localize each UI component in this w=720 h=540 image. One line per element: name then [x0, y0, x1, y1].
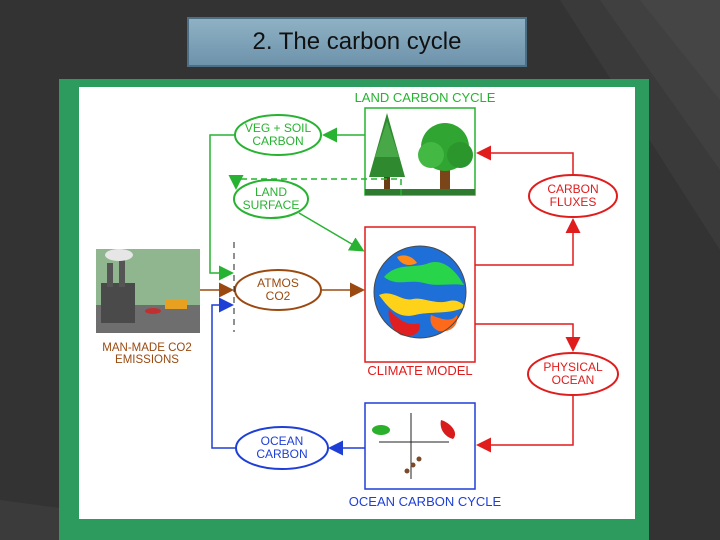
land-carbon-cycle-label: LAND CARBON CYCLE [354, 90, 496, 105]
physical-ocean-label: PHYSICAL OCEAN [528, 361, 618, 386]
ocean-carbon-image [364, 402, 476, 490]
physical-ocean-line-2: OCEAN [551, 372, 595, 387]
arrow-veg-to-atmos [209, 134, 235, 281]
veg-soil-carbon-line-1: VEG + SOIL [244, 121, 312, 135]
arrow-globe-to-fluxes [475, 218, 581, 266]
ocean-carbon-line-2: CARBON [256, 446, 308, 461]
factory-image [96, 249, 200, 333]
land-surface-ellipse [233, 179, 309, 219]
climate-model-label: CLIMATE MODEL [367, 363, 473, 378]
climate-model-globe [364, 226, 476, 363]
atmos-co2-ellipse [234, 269, 322, 311]
emissions-line-2: EMISSIONS [115, 354, 179, 367]
carbon-cycle-diagram: LAND CARBON CYCLE VEG + SOIL CARBON LAND… [79, 87, 635, 519]
carbon-fluxes-line-1: CARBON [547, 182, 599, 196]
slide-title: 2. The carbon cycle [187, 17, 527, 67]
physical-ocean-line-1: PHYSICAL [543, 360, 603, 374]
emissions-label: MAN-MADE CO2 EMISSIONS [87, 342, 207, 366]
veg-soil-carbon-label: VEG + SOIL CARBON [235, 122, 321, 147]
slide-title-text: 2. The carbon cycle [252, 28, 462, 55]
ocean-carbon-cycle-label: OCEAN CARBON CYCLE [348, 494, 502, 509]
arrow-physical-ocean-to-ocean [476, 395, 574, 453]
arrow-globe-to-physical-ocean [475, 323, 581, 352]
land-surface-line-2: SURFACE [242, 197, 300, 212]
arrow-land-to-land-surface [228, 175, 402, 195]
ocean-carbon-line-1: OCEAN [260, 434, 304, 448]
atmos-co2-label: ATMOS CO2 [235, 277, 321, 302]
arrow-land-surface-to-globe [298, 212, 365, 252]
emissions-line-1: MAN-MADE CO2 [102, 342, 192, 354]
diagram-graphics [96, 107, 619, 490]
arrow-fluxes-to-land [476, 145, 574, 175]
land-surface-line-1: LAND [254, 185, 287, 199]
arrow-ocean-carbon-to-atmos [211, 297, 236, 449]
atmos-co2-line-2: CO2 [265, 288, 291, 303]
land-surface-label: LAND SURFACE [234, 186, 308, 211]
veg-soil-carbon-line-2: CARBON [252, 133, 304, 148]
carbon-fluxes-label: CARBON FLUXES [529, 183, 617, 208]
ocean-carbon-label: OCEAN CARBON [236, 435, 328, 460]
carbon-fluxes-line-2: FLUXES [549, 194, 597, 209]
land-carbon-image [364, 107, 476, 196]
atmos-co2-line-1: ATMOS [257, 276, 299, 290]
